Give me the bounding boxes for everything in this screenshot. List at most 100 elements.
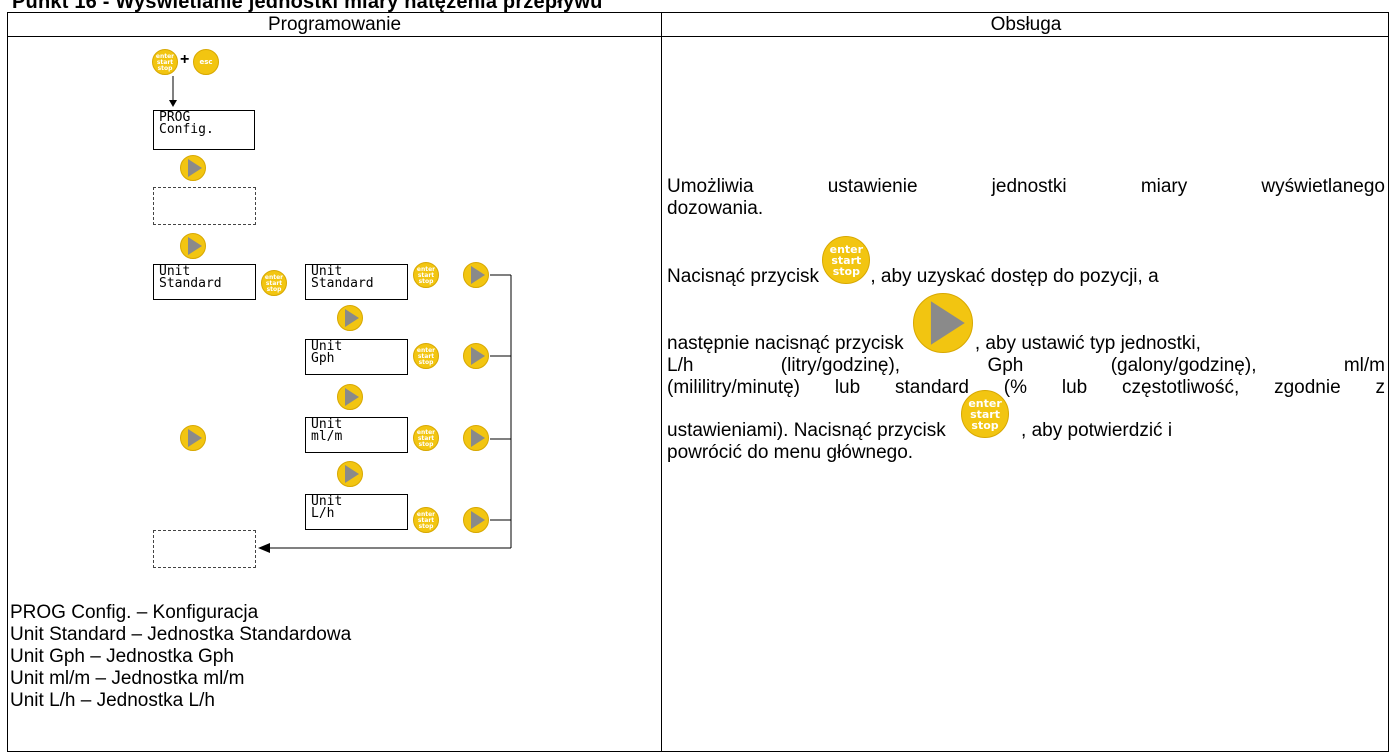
start-label: start bbox=[417, 517, 435, 524]
arrow-button[interactable] bbox=[463, 262, 489, 288]
display-line-2: Standard bbox=[311, 276, 374, 291]
play-arrow-icon bbox=[471, 429, 485, 447]
enter-start-stop-button[interactable]: enter start stop bbox=[413, 343, 439, 369]
column-header-obsluga: Obsługa bbox=[990, 14, 1062, 35]
programming-flow-diagram: enter start stop + esc PROG Config. Unit… bbox=[152, 49, 512, 568]
description-line: Umożliwia ustawienie jednostki miary wyś… bbox=[667, 176, 1385, 197]
arrow-button[interactable] bbox=[463, 507, 489, 533]
description-text: ustawieniami). Nacisnąć przycisk bbox=[667, 420, 946, 441]
page-title: Punkt 16 - Wyświetlanie jednostki miary … bbox=[12, 0, 603, 13]
column-header-programowanie: Programowanie bbox=[267, 14, 402, 35]
description-text: , aby ustawić typ jednostki, bbox=[974, 333, 1201, 354]
start-label: start bbox=[156, 59, 174, 66]
connector-lines bbox=[169, 76, 512, 553]
play-arrow-icon bbox=[345, 309, 359, 327]
play-arrow-icon bbox=[345, 388, 359, 406]
description-text: Nacisnąć przycisk bbox=[667, 266, 820, 287]
enter-label: enter bbox=[829, 243, 864, 256]
enter-label: enter bbox=[416, 429, 436, 436]
display-return-placeholder bbox=[153, 530, 256, 568]
column-divider bbox=[661, 13, 662, 751]
play-arrow-icon bbox=[912, 293, 973, 353]
display-line-2: Standard bbox=[159, 276, 222, 291]
play-arrow-icon bbox=[188, 237, 202, 255]
description-line: powrócić do menu głównego. bbox=[667, 442, 914, 463]
stop-label: stop bbox=[266, 286, 282, 293]
display-unit-l-h: Unit L/h bbox=[305, 494, 408, 530]
arrow-button[interactable] bbox=[180, 233, 206, 259]
play-arrow-icon bbox=[471, 347, 485, 365]
play-arrow-icon bbox=[471, 266, 485, 284]
arrow-button[interactable] bbox=[337, 384, 363, 410]
play-arrow-icon bbox=[930, 301, 965, 345]
enter-label: enter bbox=[264, 274, 284, 281]
enter-icon-inline: enter start stop bbox=[822, 236, 871, 288]
legend: PROG Config. – Konfiguracja Unit Standar… bbox=[10, 602, 351, 712]
stop-label: stop bbox=[418, 441, 434, 448]
start-label: start bbox=[970, 408, 1000, 421]
enter-label: enter bbox=[968, 397, 1002, 410]
display-line-2: L/h bbox=[311, 506, 335, 521]
legend-item: Unit L/h – Jednostka L/h bbox=[10, 690, 215, 711]
description-text: następnie nacisnąć przycisk bbox=[667, 333, 904, 354]
description-text: , aby uzyskać dostęp do pozycji, a bbox=[870, 266, 1159, 287]
legend-item: Unit Gph – Jednostka Gph bbox=[10, 646, 234, 667]
stop-label: stop bbox=[832, 265, 860, 278]
enter-start-stop-button[interactable]: enter start stop bbox=[413, 425, 439, 451]
description-paragraph-2: Nacisnąć przycisk enter start stop , aby… bbox=[667, 236, 1385, 288]
display-line-1: Unit bbox=[311, 417, 343, 432]
enter-label: enter bbox=[416, 347, 436, 354]
description-line: (mililitry/minutę) lub standard (% lub c… bbox=[667, 377, 1385, 398]
play-arrow-icon bbox=[345, 465, 359, 483]
stop-label: stop bbox=[157, 65, 173, 72]
esc-button[interactable]: esc bbox=[193, 49, 219, 75]
arrow-button[interactable] bbox=[180, 425, 206, 451]
start-label: start bbox=[265, 280, 283, 287]
display-placeholder bbox=[153, 187, 256, 225]
header-divider bbox=[8, 36, 1388, 37]
arrow-button[interactable] bbox=[463, 343, 489, 369]
display-line-1: PROG bbox=[159, 110, 191, 125]
enter-start-stop-icon: enter start stop bbox=[822, 236, 871, 284]
stop-label: stop bbox=[971, 419, 999, 432]
enter-start-stop-button[interactable]: enter start stop bbox=[261, 270, 287, 296]
description-paragraph-3: następnie nacisnąć przycisk , aby ustawi… bbox=[667, 293, 1385, 355]
stop-label: stop bbox=[418, 359, 434, 366]
description-text: , aby potwierdzić i bbox=[1021, 420, 1173, 441]
description-line: dozowania. bbox=[667, 198, 764, 219]
display-line-2: ml/m bbox=[311, 429, 343, 444]
start-label: start bbox=[831, 254, 862, 267]
display-line-1: Unit bbox=[159, 264, 191, 279]
description-paragraph-4: ustawieniami). Nacisnąć przycisk enter s… bbox=[667, 390, 1385, 442]
enter-start-stop-button[interactable]: enter start stop bbox=[413, 262, 439, 288]
display-line-1: Unit bbox=[311, 339, 343, 354]
arrow-button[interactable] bbox=[463, 425, 489, 451]
start-label: start bbox=[417, 272, 435, 279]
display-line-1: Unit bbox=[311, 494, 343, 509]
display-unit-ml-m: Unit ml/m bbox=[305, 417, 408, 453]
arrow-icon-inline bbox=[909, 293, 975, 355]
plus-sign: + bbox=[180, 51, 190, 68]
play-arrow-icon bbox=[188, 429, 202, 447]
arrow-button[interactable] bbox=[337, 305, 363, 331]
legend-item: Unit ml/m – Jednostka ml/m bbox=[10, 668, 245, 689]
enter-start-stop-button[interactable]: enter start stop bbox=[152, 49, 178, 75]
enter-start-stop-icon: enter start stop bbox=[961, 390, 1010, 438]
display-line-1: Unit bbox=[311, 264, 343, 279]
legend-item: PROG Config. – Konfiguracja bbox=[10, 602, 259, 623]
play-arrow-icon bbox=[188, 159, 202, 177]
enter-label: enter bbox=[155, 53, 175, 60]
arrow-button[interactable] bbox=[180, 155, 206, 181]
description-line: L/h (litry/godzinę), Gph (galony/godzinę… bbox=[667, 355, 1385, 376]
legend-item: Unit Standard – Jednostka Standardowa bbox=[10, 624, 352, 645]
display-unit-standard-option: Unit Standard bbox=[305, 264, 408, 300]
enter-label: enter bbox=[416, 266, 436, 273]
play-arrow-icon bbox=[471, 511, 485, 529]
start-label: start bbox=[417, 353, 435, 360]
stop-label: stop bbox=[418, 523, 434, 530]
enter-icon-inline: enter start stop bbox=[951, 390, 1021, 442]
enter-label: enter bbox=[416, 511, 436, 518]
arrow-button[interactable] bbox=[337, 461, 363, 487]
enter-start-stop-button[interactable]: enter start stop bbox=[413, 507, 439, 533]
stop-label: stop bbox=[418, 278, 434, 285]
